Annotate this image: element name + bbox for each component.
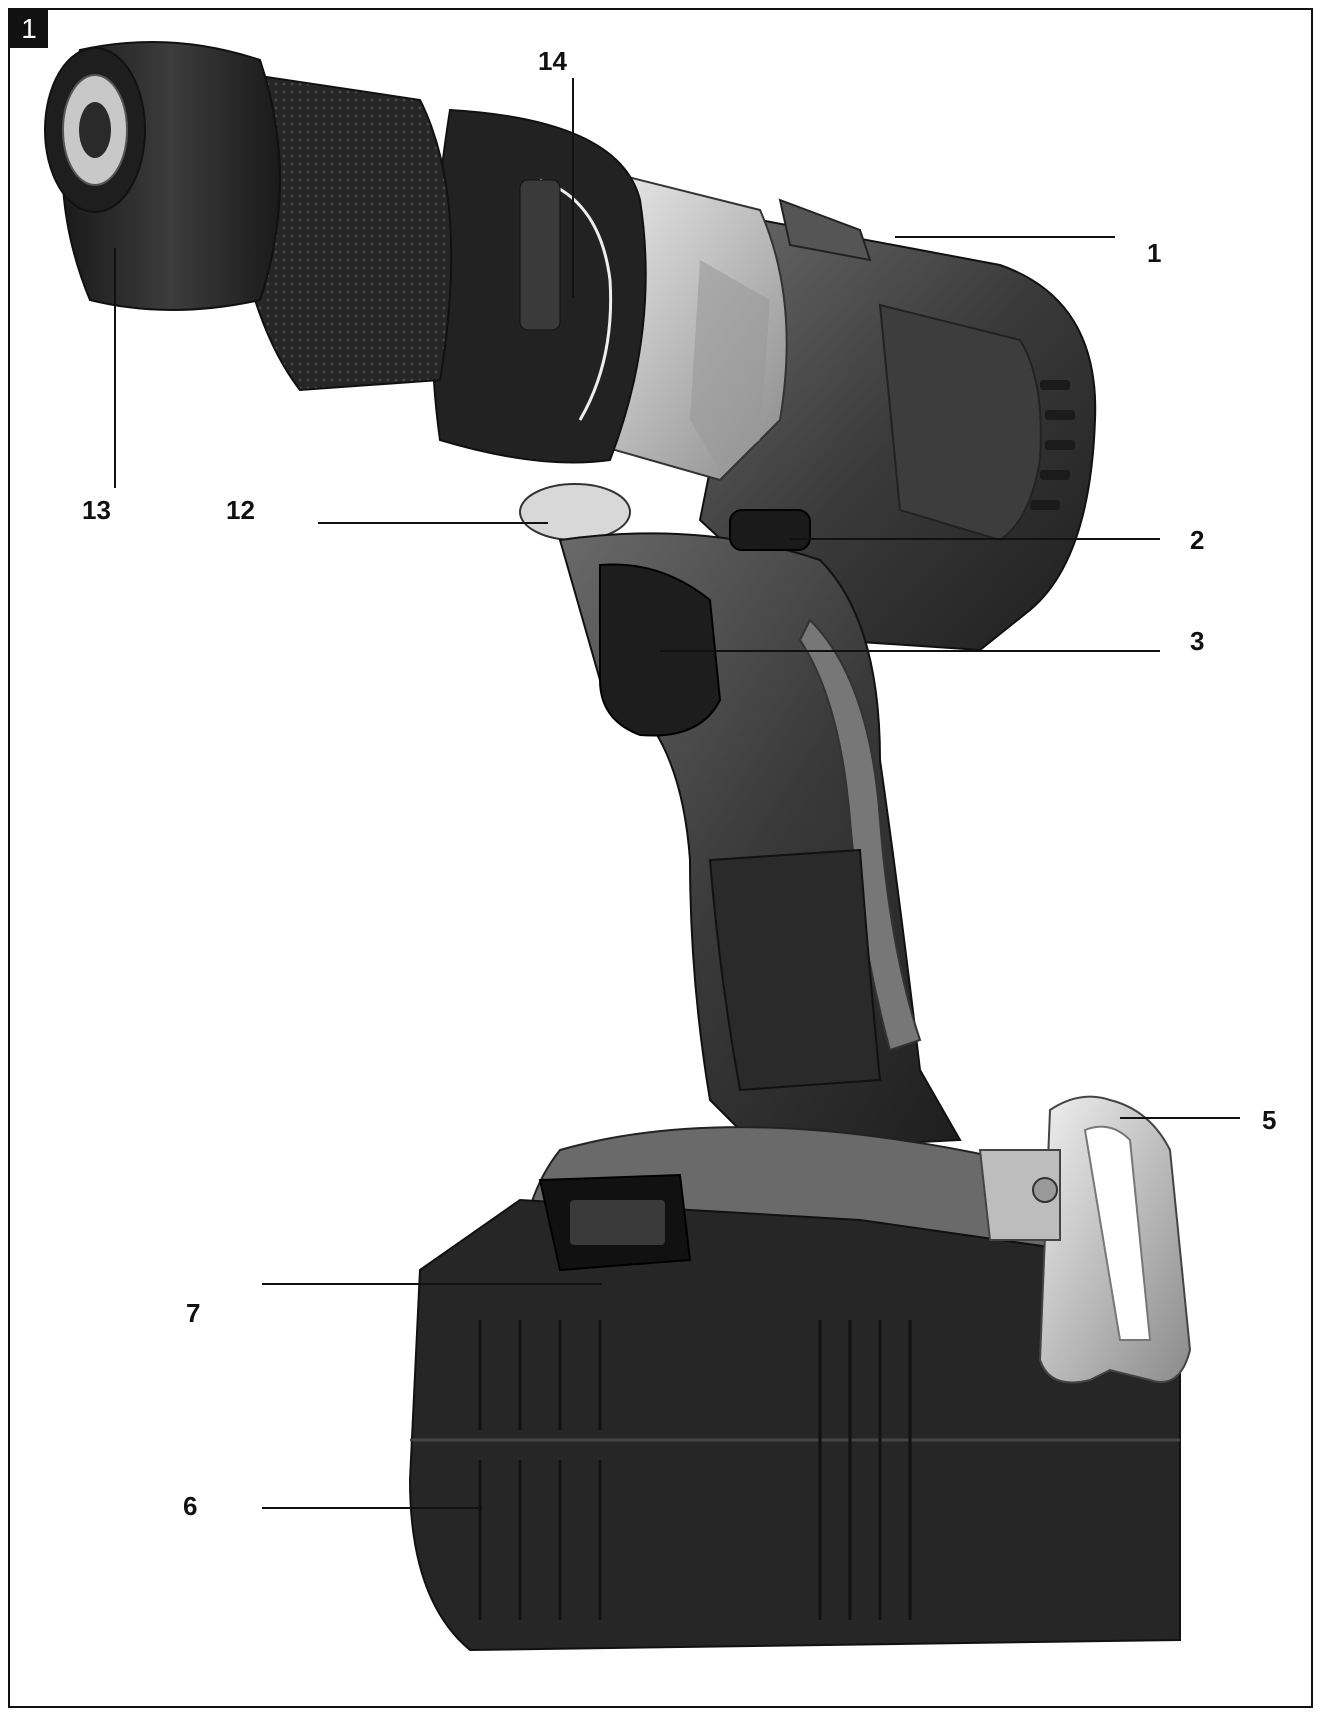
callout-14: 14 [538, 46, 567, 76]
leader-1 [895, 236, 1115, 238]
battery-release-button-insert [570, 1200, 665, 1245]
callout-6: 6 [183, 1491, 198, 1521]
top-ridge [778, 198, 872, 262]
leader-3 [660, 650, 1160, 652]
work-light [519, 483, 631, 541]
housing-vent-panel [878, 303, 1042, 542]
battery-ribs [478, 1320, 912, 1620]
leader-13 [114, 248, 116, 488]
leader-7 [262, 1283, 602, 1285]
leader-6 [262, 1507, 482, 1509]
callout-2: 2 [1190, 525, 1205, 555]
collar-shadow [690, 260, 770, 470]
chuck-jaw-opening [79, 102, 111, 158]
handle-side-insert [798, 618, 922, 1052]
callout-1: 1 [1147, 238, 1162, 268]
leader-12 [318, 522, 548, 524]
mode-selector-slot [519, 179, 561, 331]
leader-14 [572, 78, 574, 298]
callout-13: 13 [82, 495, 111, 525]
leader-5 [1120, 1117, 1240, 1119]
direction-switch [729, 509, 811, 551]
callout-3: 3 [1190, 626, 1205, 656]
leader-2 [790, 538, 1160, 540]
belt-clip-slot [1083, 1125, 1152, 1341]
handle-soft-grip [708, 848, 882, 1092]
housing-vents [1030, 380, 1075, 510]
belt-clip-mount [978, 1149, 1061, 1241]
callout-5: 5 [1262, 1105, 1277, 1135]
figure-number-badge: 1 [10, 10, 48, 48]
callout-12: 12 [226, 495, 255, 525]
belt-clip-screw [1032, 1177, 1058, 1203]
callout-7: 7 [186, 1298, 201, 1328]
